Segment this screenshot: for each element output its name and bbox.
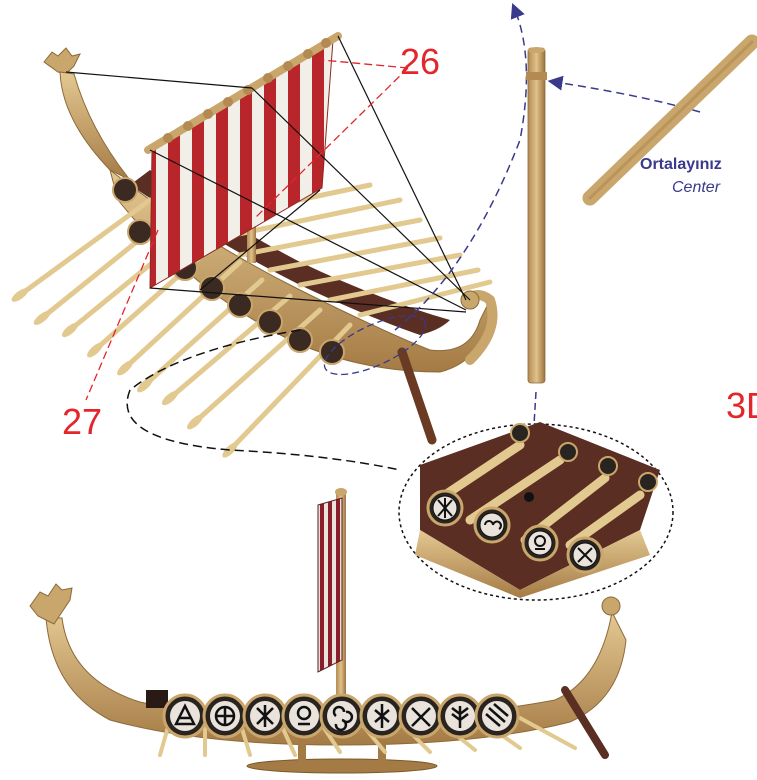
oar-blades-top [10, 286, 240, 460]
dragon-head-top [44, 48, 80, 74]
center-instruction-turkish: Ortalayınız [640, 156, 722, 174]
stern-scroll-side [602, 597, 620, 615]
mast-step-detail [399, 422, 673, 600]
display-stand [247, 759, 437, 773]
mast-hole [524, 492, 534, 502]
callout-label-27: 27 [62, 404, 102, 440]
prow-neck [60, 72, 130, 180]
dragon-head-side [30, 584, 72, 624]
shields-side [164, 695, 518, 737]
callout-label-26: 26 [400, 44, 440, 80]
sail-side [318, 498, 342, 672]
mast-piece [526, 47, 547, 383]
center-instruction-english: Center [672, 179, 720, 197]
yard-piece [590, 42, 752, 198]
step-label: 3D [726, 388, 757, 424]
ship-perspective-view [10, 36, 493, 460]
